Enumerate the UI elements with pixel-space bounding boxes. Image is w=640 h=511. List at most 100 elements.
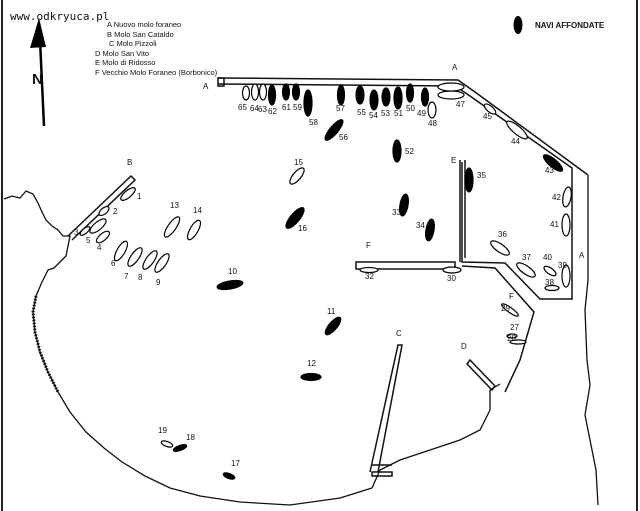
ship-5: 5 <box>86 218 107 245</box>
ship-39: 39 <box>558 261 571 288</box>
ship-number: 61 <box>282 103 291 112</box>
ship-57: 57 <box>336 84 345 113</box>
legend-item-d: D Molo San Vito <box>95 48 150 58</box>
ship-19: 19 <box>158 426 174 448</box>
pier-labels: A A A B C D E F F <box>127 63 585 351</box>
ship-11: 11 <box>324 307 342 336</box>
ship-marker <box>154 253 170 273</box>
ship-number: 33 <box>392 208 401 217</box>
ship-12: 12 <box>300 359 322 382</box>
ship-59: 59 <box>291 83 302 112</box>
ship-number: 29 <box>501 304 510 313</box>
coastline <box>3 175 599 506</box>
ship-28: 28 <box>506 333 518 343</box>
sunk-ship-marker <box>291 83 301 101</box>
ship-65: 65 <box>238 85 251 112</box>
ship-number: 11 <box>327 307 336 316</box>
north-label: N <box>32 71 43 88</box>
legend-item-c: C Molo Pizzoli <box>109 39 157 48</box>
sunk-ship-marker <box>267 84 277 106</box>
ship-14: 14 <box>186 206 202 241</box>
ship-29: 29 <box>501 303 519 317</box>
ship-number: 54 <box>369 111 378 120</box>
ship-4: 4 <box>95 230 111 252</box>
ship-number: 52 <box>405 147 414 156</box>
ship-marker <box>95 230 111 244</box>
ship-32: 32 <box>359 266 379 281</box>
ship-number: 38 <box>545 278 554 287</box>
sunk-legend-icon <box>513 16 523 34</box>
ship-number: 17 <box>231 459 240 468</box>
ship-marker <box>561 213 571 237</box>
sunk-ship-marker <box>381 87 391 107</box>
ship-47: 47 <box>437 82 465 109</box>
ship-51: 51 <box>393 86 403 118</box>
ship-56: 56 <box>324 119 348 142</box>
ship-64: 64 <box>250 83 259 113</box>
ship-number: 27 <box>510 323 519 332</box>
ship-49: 49 <box>417 87 430 118</box>
sunk-ship-marker <box>464 167 474 193</box>
ship-number: 48 <box>428 119 437 128</box>
ship-marker <box>509 339 527 345</box>
ship-number: 14 <box>193 206 202 215</box>
ship-number: 42 <box>552 193 561 202</box>
sunk-ship-marker <box>399 193 409 217</box>
ship-marker <box>437 82 465 92</box>
ship-marker <box>120 187 136 201</box>
ship-number: 34 <box>416 221 425 230</box>
ship-number: 57 <box>336 104 345 113</box>
ship-marker <box>561 264 571 288</box>
ship-40: 40 <box>543 253 557 277</box>
ship-number: 12 <box>307 359 316 368</box>
sunk-ship-marker <box>392 139 402 163</box>
ship-10: 10 <box>216 267 244 291</box>
sunk-ship-marker <box>324 316 342 336</box>
legend-item-f: F Vecchio Molo Foraneo (Borbonico) <box>95 67 218 77</box>
ship-number: 51 <box>394 109 403 118</box>
ship-number: 64 <box>250 104 259 113</box>
ship-15: 15 <box>289 158 305 185</box>
ship-marker <box>89 218 107 234</box>
ship-number: 13 <box>170 201 179 210</box>
ship-marker <box>437 90 465 100</box>
ship-number: 41 <box>550 220 559 229</box>
ship-13: 13 <box>163 201 181 238</box>
pier-label: A <box>203 82 209 91</box>
ship-35: 35 <box>464 167 486 193</box>
pier-d <box>466 358 496 392</box>
ship-marker <box>483 103 497 115</box>
pier-label: A <box>579 251 585 260</box>
ship-marker <box>258 83 268 101</box>
sunk-ship-marker <box>216 279 244 291</box>
ship-3: 3 <box>74 226 91 237</box>
ship-2: 2 <box>98 205 118 217</box>
legend-item-b: B Molo San Cataldo <box>107 29 174 39</box>
ship-number: 50 <box>406 104 415 113</box>
ship-48: 48 <box>427 101 437 128</box>
ship-number: 9 <box>156 278 161 287</box>
ship-number: 19 <box>158 426 167 435</box>
legend-item-e: E Molo di Ridosso <box>95 58 156 67</box>
ship-marker <box>427 101 437 119</box>
ship-number: 37 <box>522 253 531 262</box>
sunk-legend-label: NAVI AFFONDATE <box>535 21 605 30</box>
ship-50: 50 <box>405 83 415 113</box>
ship-number: 16 <box>298 224 307 233</box>
ship-41: 41 <box>550 213 571 237</box>
ship-8: 8 <box>138 250 158 282</box>
pier-label: F <box>366 241 371 250</box>
ship-number: 44 <box>511 137 520 146</box>
ship-marker <box>289 167 305 185</box>
sunk-ship-marker <box>222 472 236 480</box>
watermark: www.odkryuca.pl <box>10 10 110 23</box>
pier-label: E <box>451 156 456 165</box>
ship-number: 62 <box>268 107 277 116</box>
ship-30: 30 <box>442 266 462 283</box>
ship-number: 55 <box>357 108 366 117</box>
ship-marker <box>163 216 181 238</box>
ship-number: 58 <box>309 118 318 127</box>
ship-18: 18 <box>172 433 195 452</box>
ship-6: 6 <box>111 240 129 268</box>
